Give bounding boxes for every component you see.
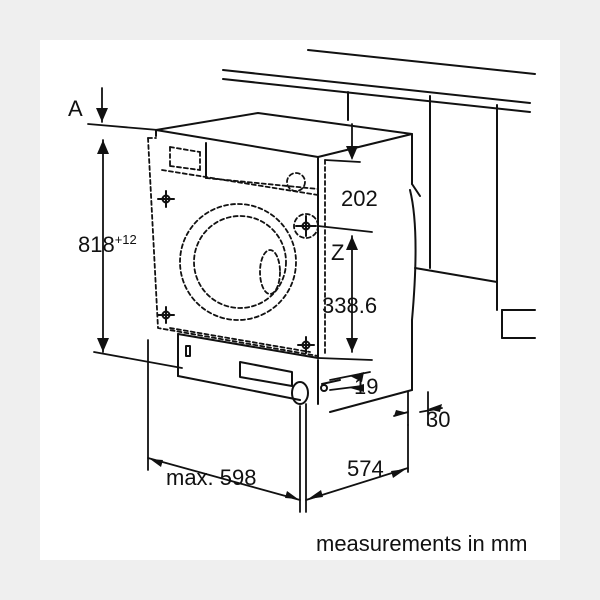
label-height-value: 818 — [78, 232, 115, 257]
worktop-lines — [222, 49, 536, 339]
diagram-canvas: A 818+12 202 Z 338.6 19 30 max. 598 574 … — [40, 40, 560, 560]
dimension-lines — [87, 87, 443, 513]
label-height-tolerance: +12 — [114, 232, 137, 247]
label-338: 338.6 — [322, 293, 378, 318]
washer-installation-drawing — [87, 49, 536, 513]
front-panel-parts — [185, 345, 341, 405]
label-units: measurements in mm — [316, 531, 528, 556]
label-19: 19 — [354, 374, 379, 399]
label-width: max. 598 — [166, 465, 257, 490]
machine-body — [155, 112, 421, 413]
label-height: 818+12 — [78, 232, 137, 257]
label-30: 30 — [426, 407, 451, 432]
mounting-holes — [157, 190, 317, 354]
label-z: Z — [331, 240, 345, 265]
label-202: 202 — [341, 186, 378, 211]
label-depth: 574 — [347, 456, 384, 481]
label-a: A — [68, 96, 83, 121]
installation-outline — [147, 137, 326, 357]
dimension-arrowheads — [96, 108, 442, 499]
